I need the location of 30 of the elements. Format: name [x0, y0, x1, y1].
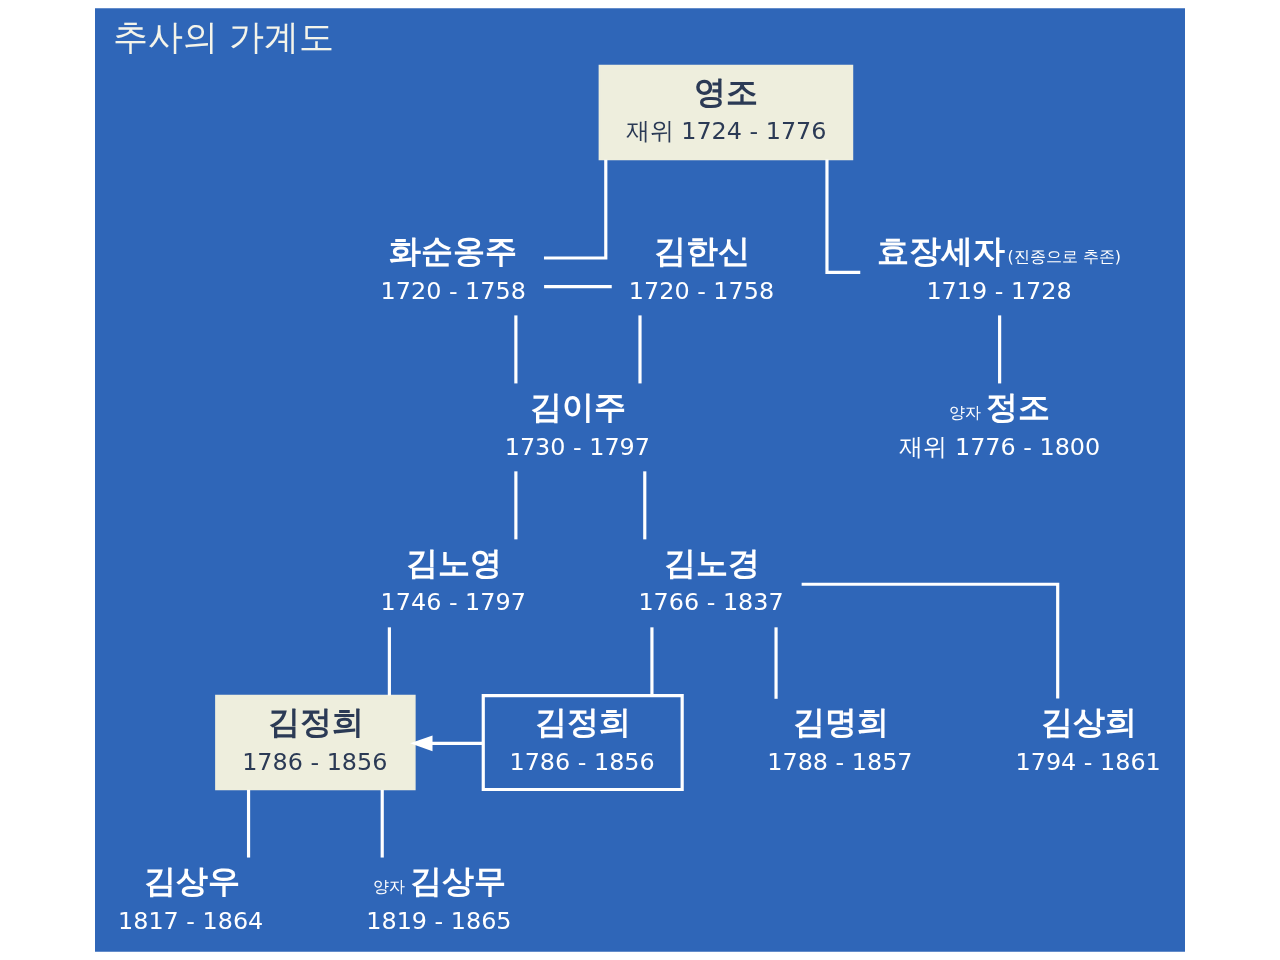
node-text: 김상우 1817 - 1864 — [118, 862, 264, 935]
connector — [514, 471, 518, 540]
connector — [514, 315, 518, 384]
connector — [246, 789, 251, 858]
node-text: 화순옹주 1720 - 1758 — [380, 232, 526, 305]
node-text: 김노영 1746 - 1797 — [380, 543, 526, 617]
connector — [544, 285, 612, 289]
node-box: 김정희 1786 - 1856 — [215, 694, 416, 791]
connector — [544, 159, 608, 260]
connector — [998, 315, 1002, 384]
node-text: 김명희 1788 - 1857 — [767, 703, 913, 776]
node-box: 김정희 1786 - 1856 — [481, 694, 684, 792]
node-label: 양자 — [949, 402, 982, 422]
node-text: 김노경 1766 - 1837 — [638, 543, 784, 617]
diagram-title: 추사의 가계도 — [113, 16, 335, 57]
connector — [380, 789, 384, 858]
node-text: 김이주 1730 - 1797 — [504, 387, 650, 461]
node-text: 김한신 1720 - 1758 — [628, 232, 775, 305]
node-label: 양자 — [373, 877, 406, 897]
connector — [643, 471, 647, 540]
connector — [774, 627, 778, 699]
node-label: (진종으로 추존) — [1007, 247, 1122, 266]
connector — [650, 627, 654, 696]
connector — [387, 627, 391, 696]
node-text: 김상희 1794 - 1861 — [1015, 703, 1161, 776]
connector — [825, 159, 861, 274]
connector — [638, 315, 642, 384]
connector — [801, 582, 1060, 699]
node-box: 영조 재위 1724 - 1776 — [598, 64, 854, 161]
arrow — [410, 735, 484, 752]
